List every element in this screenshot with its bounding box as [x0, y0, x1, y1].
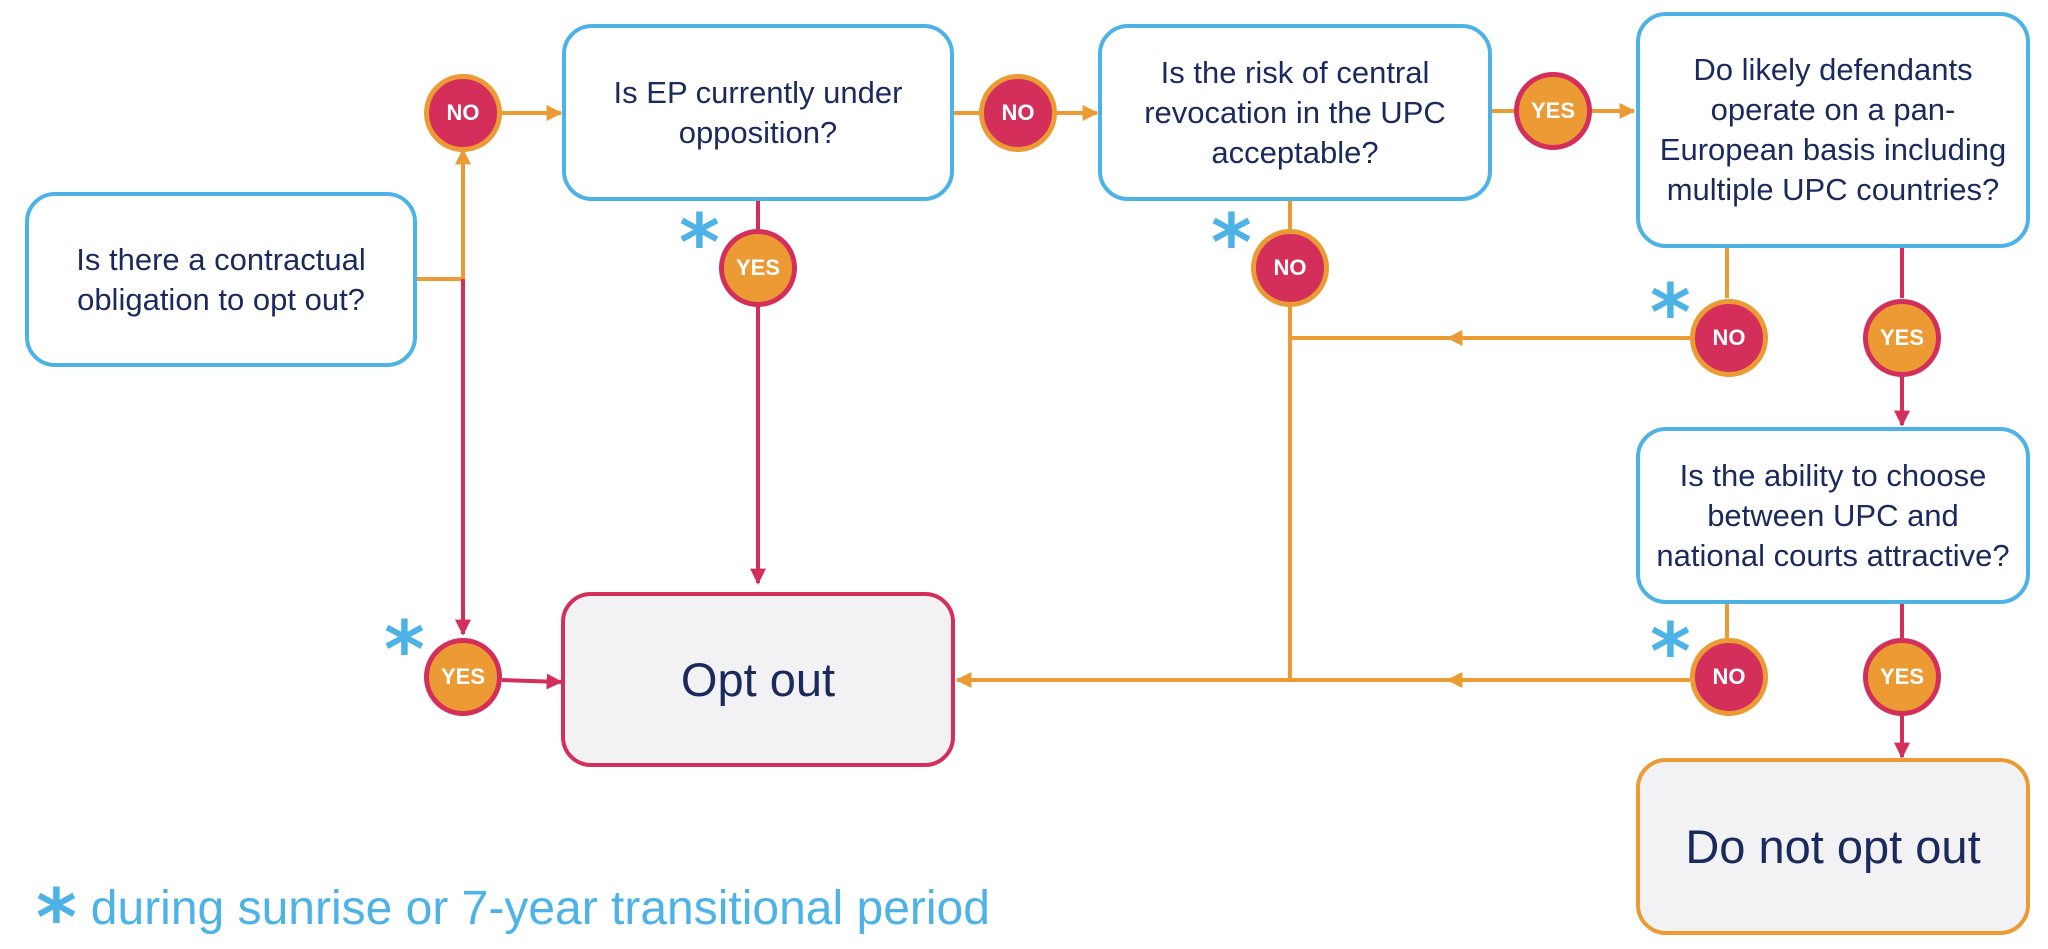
badge-q3-no: NO — [1251, 229, 1329, 307]
legend-text: during sunrise or 7-year transitional pe… — [90, 881, 990, 935]
badge-q5-yes: YES — [1863, 638, 1941, 716]
badge-q1-yes: YES — [424, 638, 502, 716]
outcome-opt-out: Opt out — [561, 592, 955, 767]
question-defendants-text: Do likely defendants operate on a pan-Eu… — [1659, 52, 2007, 207]
question-revocation-text: Is the risk of central revocation in the… — [1144, 54, 1446, 170]
outcome-do-not-opt-out: Do not opt out — [1636, 758, 2030, 935]
question-court-choice: Is the ability to choose between UPC and… — [1636, 427, 2030, 604]
outcome-do-not-opt-out-text: Do not opt out — [1685, 819, 1981, 873]
outcome-opt-out-text: Opt out — [680, 652, 836, 706]
transitional-marker-q5-no: * — [1650, 608, 1691, 698]
connector-yes1-to-optout — [501, 673, 563, 690]
connector-q1-no-branch — [415, 148, 471, 281]
transitional-marker-q1-yes: * — [384, 606, 425, 696]
question-central-revocation: Is the risk of central revocation in the… — [1098, 24, 1492, 201]
question-contractual-obligation: Is there a contractual obligation to opt… — [25, 192, 417, 367]
badge-q4-no: NO — [1690, 299, 1768, 377]
question-pan-european-defendants: Do likely defendants operate on a pan-Eu… — [1636, 12, 2030, 248]
transitional-marker-q2-yes: * — [679, 199, 720, 289]
legend-marker-icon: * — [36, 874, 77, 949]
transitional-marker-q3-no: * — [1211, 199, 1252, 289]
badge-q2-yes: YES — [719, 229, 797, 307]
question-choice-text: Is the ability to choose between UPC and… — [1656, 457, 2010, 573]
badge-q5-no: NO — [1690, 638, 1768, 716]
legend: * during sunrise or 7-year transitional … — [36, 858, 990, 949]
badge-q3-yes: YES — [1514, 72, 1592, 150]
badge-q2-no: NO — [979, 74, 1057, 152]
question-contractual-text: Is there a contractual obligation to opt… — [76, 241, 366, 317]
badge-q1-no: NO — [424, 74, 502, 152]
badge-q4-yes: YES — [1863, 299, 1941, 377]
transitional-marker-q4-no: * — [1650, 269, 1691, 359]
question-ep-opposition: Is EP currently under opposition? — [562, 24, 954, 201]
question-opposition-text: Is EP currently under opposition? — [613, 74, 903, 150]
